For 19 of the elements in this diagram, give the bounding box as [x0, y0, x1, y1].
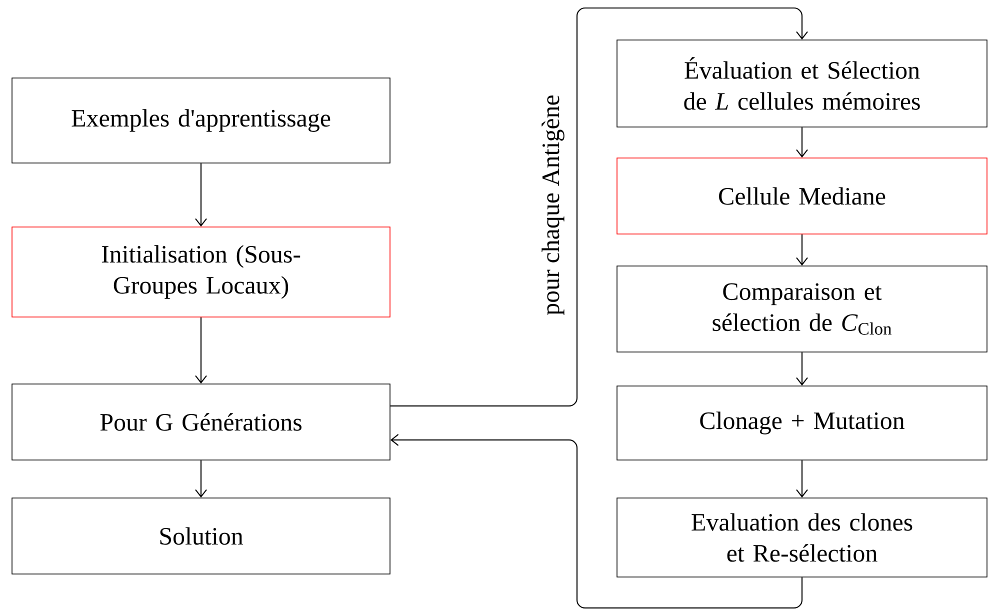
- process-box: Évaluation et Sélection de L cellules mémoires: [616, 40, 988, 128]
- edge-label: pour chaque Antigène: [540, 92, 566, 318]
- arrow: [796, 234, 808, 266]
- process-box: Cellule Mediane: [616, 158, 988, 234]
- process-box: Evaluation des clones et Re-sélection: [616, 498, 988, 578]
- arrow: [796, 352, 808, 386]
- process-box: Pour G Générations: [12, 384, 390, 460]
- process-box: Initialisation (Sous-Groupes Locaux): [12, 226, 390, 318]
- arrow: [796, 460, 808, 498]
- arrow: [195, 460, 207, 498]
- arrow: [796, 127, 808, 158]
- process-box: Solution: [12, 498, 390, 574]
- arrow: [195, 317, 207, 384]
- process-box: Comparaison et sélection de C$_{Clon}$: [616, 266, 988, 352]
- process-box: Clonage + Mutation: [616, 386, 988, 460]
- arrow: [390, 434, 803, 609]
- arrow: [195, 163, 207, 227]
- arrow: [390, 7, 808, 407]
- process-box: Exemples d'apprentissage: [12, 78, 390, 164]
